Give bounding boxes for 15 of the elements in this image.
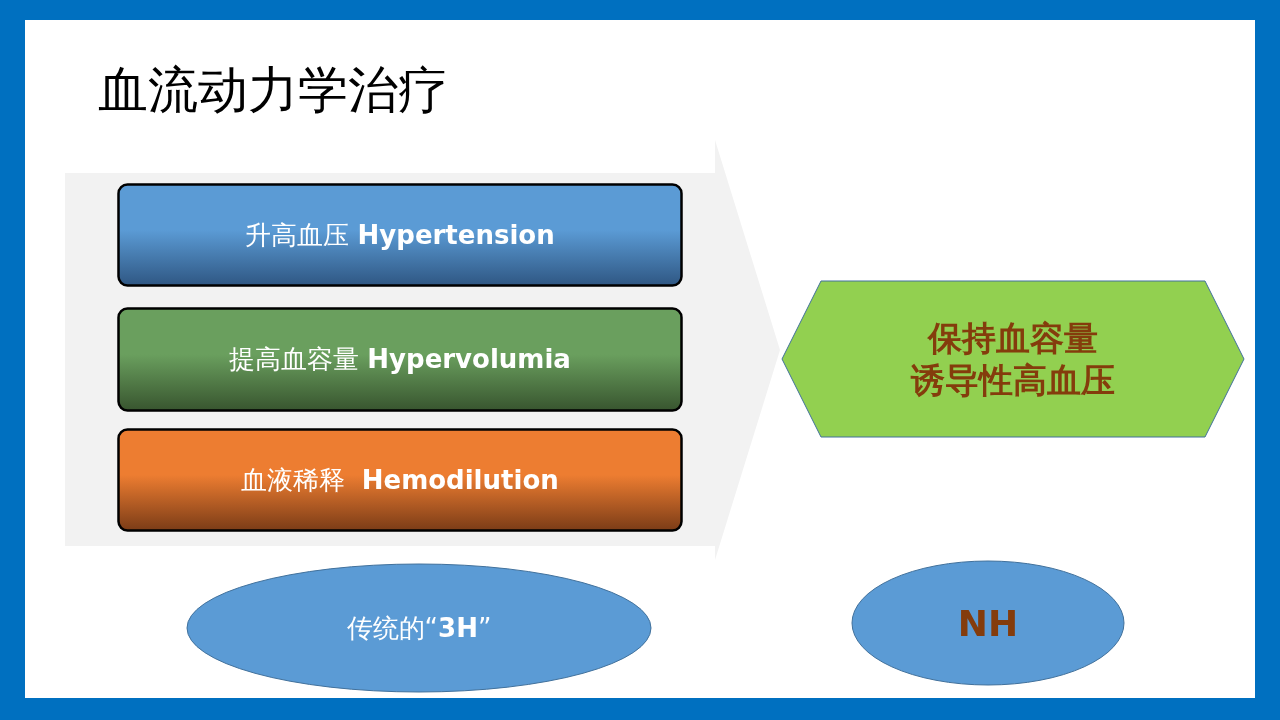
node-text: 传统的“3H”	[346, 611, 492, 645]
process-box	[117, 307, 683, 412]
node-text: 提高血容量 Hypervolumia	[229, 343, 571, 376]
node-text: 升高血压 Hypertension	[245, 218, 555, 252]
node-text: 血液稀释 Hemodilution	[241, 463, 559, 497]
slide-title: 血流动力学治疗	[98, 60, 448, 120]
node-text: 保持血容量	[928, 316, 1098, 359]
ellipse-box	[186, 563, 652, 693]
process-box	[117, 183, 683, 287]
ellipse-box	[851, 560, 1125, 686]
process-box	[117, 428, 683, 532]
hexagon-box	[781, 280, 1245, 438]
block-arrow-shape	[65, 140, 780, 560]
node-text: 诱导性高血压	[911, 359, 1115, 402]
node-text: NH	[957, 601, 1019, 646]
